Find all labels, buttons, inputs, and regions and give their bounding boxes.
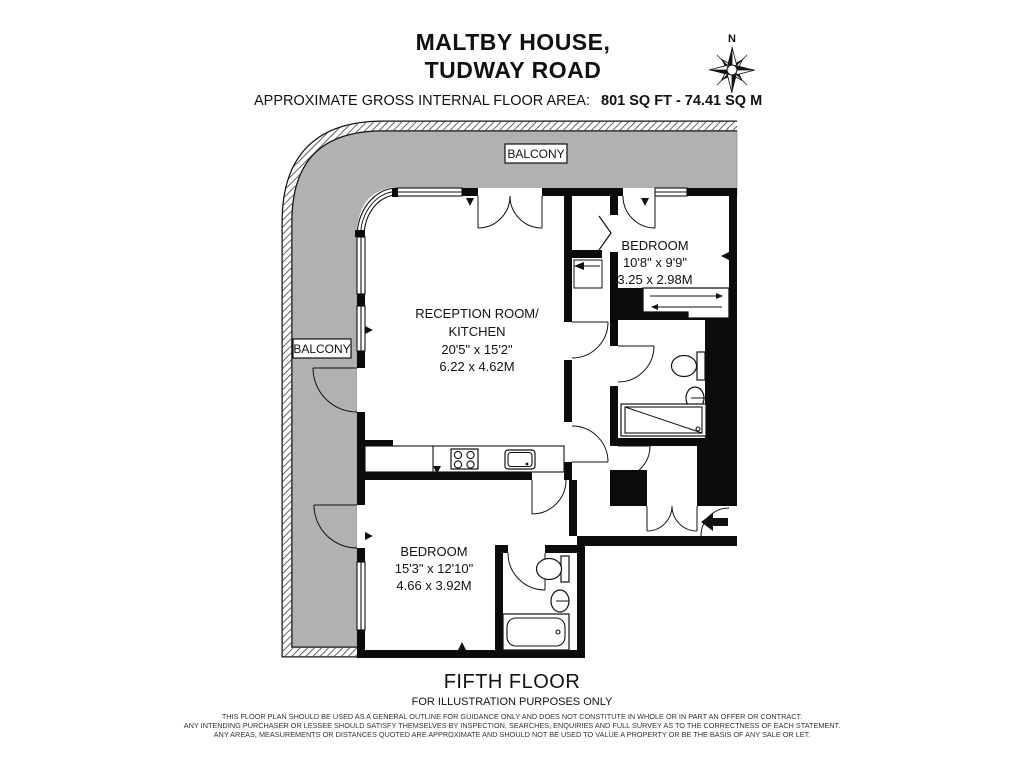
floor-label: FIFTH FLOOR — [444, 671, 581, 693]
balcony-top-text: BALCONY — [507, 147, 564, 161]
balcony-hatch-edge — [281, 120, 737, 658]
page-title-line2: TUDWAY ROAD — [425, 57, 602, 83]
area-value: 801 SQ FT - 74.41 SQ M — [601, 93, 762, 109]
bedroom1-name: BEDROOM — [621, 238, 688, 253]
dimension-ticks — [365, 198, 729, 650]
balcony-label-left: BALCONY — [292, 338, 352, 359]
basin-icon — [550, 589, 570, 613]
page-title-line1: MALTBY HOUSE, — [416, 29, 611, 55]
entry-arrow-icon — [701, 513, 728, 531]
area-label: APPROXIMATE GROSS INTERNAL FLOOR AREA: — [254, 93, 590, 109]
reception-name-line2: KITCHEN — [448, 324, 505, 339]
shower-tray-icon — [620, 403, 707, 437]
hall-cupboard — [573, 259, 603, 289]
kitchen-sink-icon — [504, 449, 536, 470]
bedroom1-dims-imperial: 10'8" x 9'9" — [623, 255, 687, 270]
illustration-note: FOR ILLUSTRATION PURPOSES ONLY — [412, 696, 613, 708]
wardrobe — [642, 287, 730, 319]
bedroom2-label: BEDROOM 15'3" x 12'10" 4.66 x 3.92M — [395, 544, 474, 593]
ensuite-fixtures — [502, 555, 570, 651]
compass-rose-icon: N — [708, 33, 756, 94]
footer: FIFTH FLOOR FOR ILLUSTRATION PURPOSES ON… — [184, 671, 840, 739]
toilet-icon — [535, 555, 570, 583]
disclaimer-line3: ANY AREAS, MEASUREMENTS OR DISTANCES QUO… — [214, 730, 811, 739]
bathtub-icon — [502, 613, 570, 651]
hob-icon — [450, 448, 479, 470]
bedroom2-dims-imperial: 15'3" x 12'10" — [395, 561, 474, 576]
header: MALTBY HOUSE, TUDWAY ROAD APPROXIMATE GR… — [254, 29, 762, 109]
bedroom2-dims-metric: 4.66 x 3.92M — [396, 578, 471, 593]
bedroom1-dims-metric: 3.25 x 2.98M — [617, 272, 692, 287]
disclaimer-line1: THIS FLOOR PLAN SHOULD BE USED AS A GENE… — [222, 712, 802, 721]
reception-room-label: RECEPTION ROOM/ KITCHEN 20'5" x 15'2" 6.… — [415, 306, 539, 374]
doors — [312, 195, 730, 591]
bedroom2-name: BEDROOM — [400, 544, 467, 559]
reception-dims-imperial: 20'5" x 15'2" — [441, 342, 513, 357]
compass-north-label: N — [728, 33, 736, 45]
reception-dims-metric: 6.22 x 4.62M — [439, 359, 514, 374]
balcony-label-top: BALCONY — [504, 143, 568, 164]
balcony-left-text: BALCONY — [293, 342, 350, 356]
kitchen-counter — [364, 445, 565, 473]
reception-name-line1: RECEPTION ROOM/ — [415, 306, 539, 321]
disclaimer-line2: ANY INTENDING PURCHASER OR LESSEE SHOULD… — [184, 721, 840, 730]
toilet-icon — [670, 351, 706, 381]
shower-room-fixtures — [620, 351, 707, 437]
bedroom1-label: BEDROOM 10'8" x 9'9" 3.25 x 2.98M — [617, 238, 692, 287]
walls — [355, 188, 737, 658]
